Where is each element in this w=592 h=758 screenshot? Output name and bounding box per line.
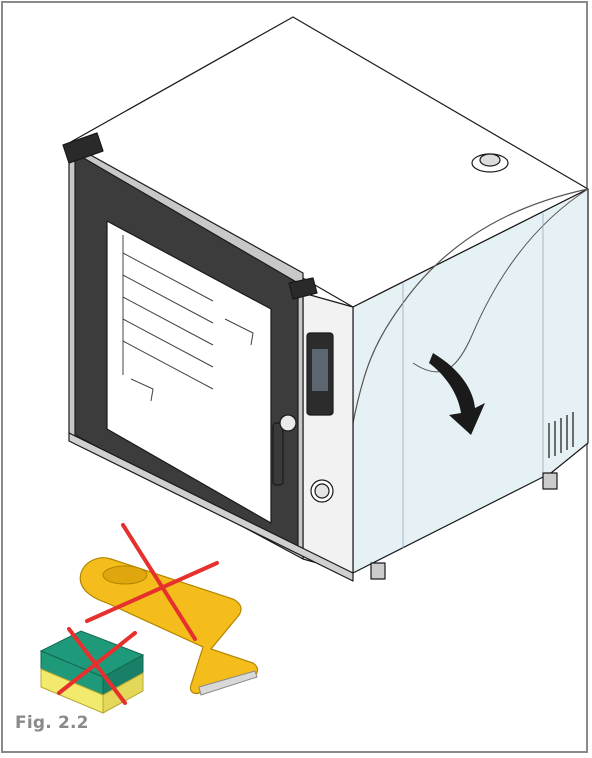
vent-grille bbox=[548, 412, 574, 458]
scraper-prohibition-cross bbox=[85, 523, 219, 641]
peel-arrow-icon bbox=[429, 353, 485, 435]
scraper-icon bbox=[79, 557, 259, 696]
sponge-icon bbox=[39, 630, 145, 714]
figure-illustration bbox=[39, 16, 589, 714]
oven-racks bbox=[122, 235, 254, 402]
oven-foot bbox=[370, 562, 386, 580]
protective-film-edge bbox=[352, 188, 589, 424]
sponge-prohibition-cross bbox=[57, 627, 137, 705]
combi-oven-icon bbox=[62, 16, 589, 582]
door-glass bbox=[106, 220, 272, 524]
door-hinge bbox=[62, 132, 104, 164]
door-handle bbox=[272, 422, 284, 486]
figure-caption: Fig. 2.2 bbox=[15, 713, 89, 733]
